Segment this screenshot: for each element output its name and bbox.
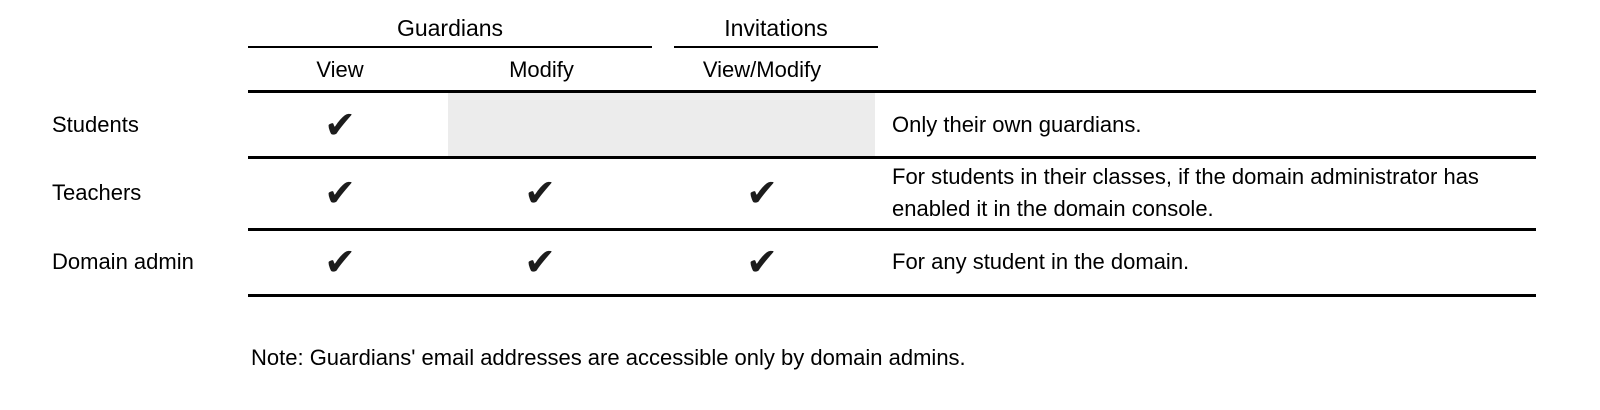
check-cell-domain-admin-invitations: ✔	[746, 240, 778, 284]
footnote: Note: Guardians' email addresses are acc…	[251, 345, 966, 370]
check-cell-students-guardians-view: ✔	[324, 103, 356, 147]
shaded-cell-students-no-access	[448, 93, 875, 156]
row-label-domain-admin: Domain admin	[52, 249, 194, 274]
check-cell-teachers-invitations: ✔	[746, 171, 778, 215]
check-cell-domain-admin-guardians-view: ✔	[324, 240, 356, 284]
column-group-header-guardians: Guardians	[396, 14, 504, 41]
note-cell-teachers: For students in their classes, if the do…	[892, 164, 1479, 221]
check-cell-students-guardians-modify	[508, 95, 572, 155]
note-cell-students: Only their own guardians.	[892, 112, 1142, 137]
row-label-teachers: Teachers	[52, 180, 142, 205]
note-cell-domain-admin: For any student in the domain.	[892, 249, 1190, 274]
check-cell-teachers-guardians-modify: ✔	[524, 171, 556, 215]
invitations-group-underline	[674, 46, 878, 48]
column-group-header-invitations: Invitations	[724, 14, 828, 41]
row-label-students: Students	[52, 112, 139, 137]
guardians-group-underline	[248, 46, 652, 48]
check-cell-students-invitations	[730, 95, 794, 155]
check-cell-domain-admin-guardians-modify: ✔	[524, 240, 556, 284]
column-header-view-modify: View/Modify	[702, 57, 822, 82]
table-rule	[248, 228, 1536, 231]
column-header-view: View	[316, 57, 364, 82]
column-header-modify: Modify	[509, 57, 574, 82]
table-rule	[248, 90, 1536, 93]
check-cell-teachers-guardians-view: ✔	[324, 171, 356, 215]
table-rule	[248, 294, 1536, 297]
table-rule	[248, 156, 1536, 159]
